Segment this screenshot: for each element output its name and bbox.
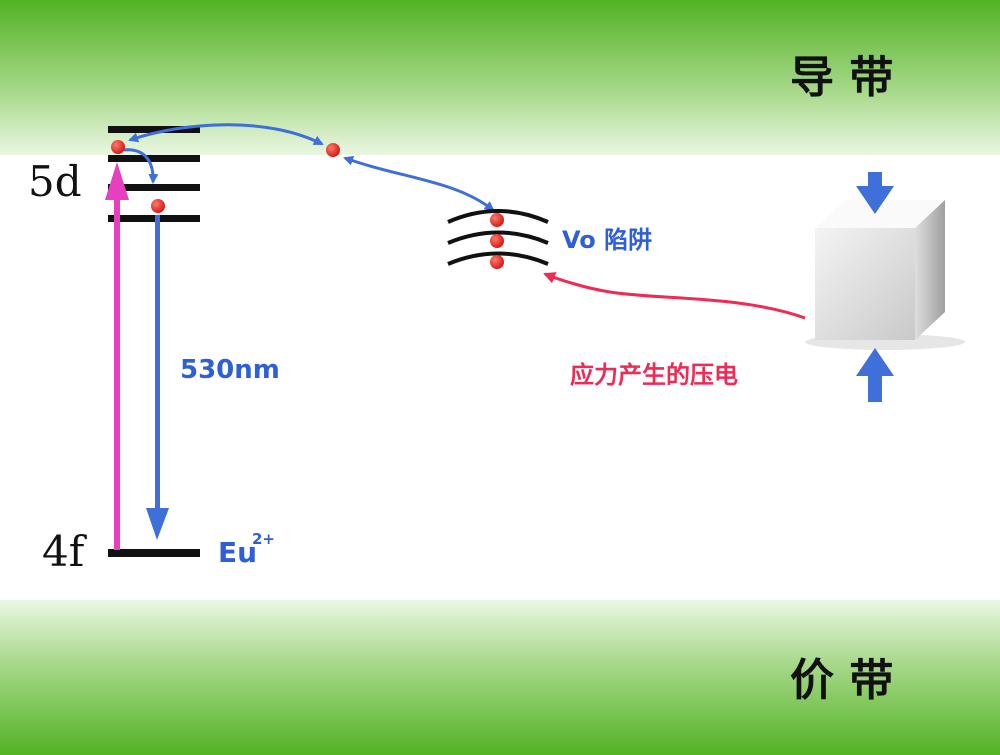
stress-label: 应力产生的压电 <box>570 361 738 389</box>
electron-5d-lower <box>151 199 165 213</box>
excitation-arrow <box>105 162 129 550</box>
electron-trap-3 <box>490 255 504 269</box>
piezoelectric-arrow <box>543 272 806 320</box>
electron-trap-1 <box>490 213 504 227</box>
transfer-arrow-to-trap <box>343 156 495 212</box>
4f-energy-level <box>108 549 200 557</box>
cube-icon <box>805 200 965 350</box>
5d-level-label: 5d <box>28 157 82 206</box>
trap-levels <box>447 209 549 266</box>
relaxation-curve <box>123 148 159 184</box>
up-arrow-icon <box>856 348 894 402</box>
electron-conduction <box>326 143 340 157</box>
emission-arrow <box>146 215 169 540</box>
transfer-arrow-to-conduction <box>128 123 324 146</box>
valence-band-label: 价 带 <box>790 655 893 706</box>
electron-trap-2 <box>490 234 504 248</box>
conduction-band-label: 导 带 <box>790 52 893 103</box>
trap-label: Vo 陷阱 <box>562 226 652 254</box>
5d-energy-levels <box>108 126 200 222</box>
ion-charge-label: 2+ <box>252 530 275 548</box>
ion-symbol-label: Eu <box>218 536 257 569</box>
valence-band <box>0 600 1000 755</box>
electron-5d-top <box>111 140 125 154</box>
emission-wavelength-label: 530nm <box>180 355 280 385</box>
down-arrow-icon <box>856 172 894 214</box>
4f-level-label: 4f <box>42 527 88 576</box>
electrons <box>111 140 504 269</box>
